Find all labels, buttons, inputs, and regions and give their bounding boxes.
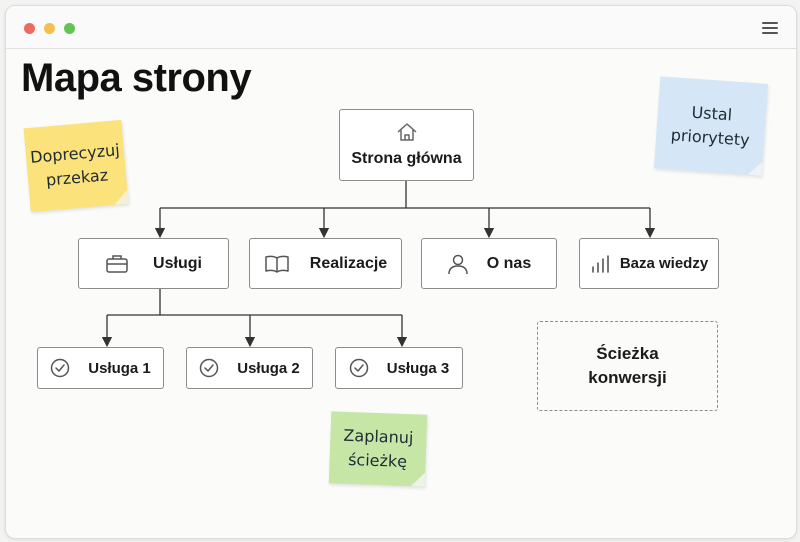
book-icon [264,254,290,274]
sticky-note-green-line2: ścieżkę [347,449,408,472]
node-service-3-label: Usługa 3 [386,359,450,377]
minimize-button[interactable] [44,23,55,34]
sticky-note-blue[interactable]: Ustal priorytety [653,76,769,176]
node-home-label: Strona główna [351,150,462,167]
check-circle-icon [199,358,219,378]
sticky-note-yellow[interactable]: Doprecyzuj przekaz [23,119,129,213]
node-services[interactable]: Usługi [78,238,229,289]
home-icon [396,122,418,142]
node-portfolio-label: Realizacje [309,254,388,272]
maximize-button[interactable] [64,23,75,34]
page-title: Mapa strony [21,56,252,100]
sticky-note-blue-line1: Ustal [690,102,733,125]
node-service-2-label: Usługa 2 [237,359,300,377]
user-icon [447,253,469,275]
sticky-note-green[interactable]: Zaplanuj ścieżkę [328,411,428,487]
hamburger-icon[interactable] [762,21,778,35]
node-knowledge-base[interactable]: Baza wiedzy [579,238,719,289]
node-about[interactable]: O nas [421,238,557,289]
sticky-note-green-line1: Zaplanuj [343,425,414,448]
node-portfolio[interactable]: Realizacje [249,238,402,289]
check-circle-icon [349,358,369,378]
node-about-label: O nas [486,254,532,272]
conversion-path-line1: Ścieżka [596,344,659,363]
node-service-1-label: Usługa 1 [88,359,151,377]
bar-chart-icon [590,254,610,274]
node-home[interactable]: Strona główna [339,109,474,181]
title-bar [6,6,796,49]
node-service-3[interactable]: Usługa 3 [335,347,463,389]
node-service-2[interactable]: Usługa 2 [186,347,313,389]
node-knowledge-base-label: Baza wiedzy [619,255,709,272]
node-services-label: Usługi [153,254,202,272]
check-circle-icon [50,358,70,378]
node-service-1[interactable]: Usługa 1 [37,347,164,389]
sticky-note-blue-line2: priorytety [670,125,751,150]
conversion-path-line2: konwersji [588,368,667,387]
node-conversion-path[interactable]: Ścieżka konwersji [537,321,718,411]
sticky-note-yellow-line2: przekaz [45,165,109,190]
close-button[interactable] [24,23,35,34]
briefcase-icon [105,254,129,274]
